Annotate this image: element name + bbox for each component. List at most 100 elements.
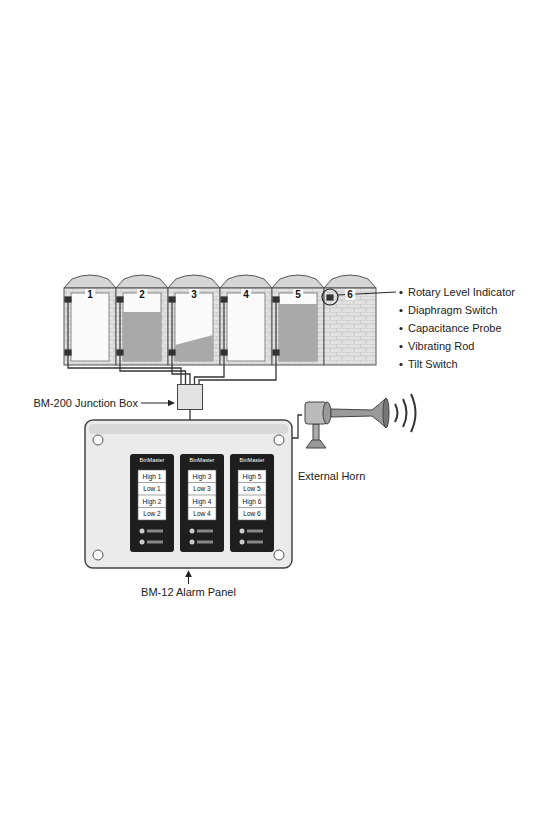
horn-trumpet bbox=[331, 398, 386, 428]
silo: 4 bbox=[220, 288, 272, 365]
junction-box: BM-200 Junction Box bbox=[177, 384, 203, 410]
channel-label: High 3 bbox=[188, 473, 216, 481]
module-face bbox=[188, 470, 216, 520]
silo-roof bbox=[168, 275, 220, 288]
indicator-lamp bbox=[140, 529, 145, 534]
silo-roof bbox=[64, 275, 116, 288]
sound-wave bbox=[411, 394, 416, 432]
switch-slot bbox=[247, 541, 263, 544]
callout-number: 5 bbox=[293, 289, 303, 300]
level-sensor bbox=[327, 295, 333, 300]
indicator-lamp bbox=[140, 540, 145, 545]
silo: 5 bbox=[272, 288, 324, 365]
list-bullets bbox=[399, 291, 402, 366]
bulk-material bbox=[123, 312, 161, 361]
pointer-arrow bbox=[188, 571, 189, 584]
bulk-material bbox=[279, 304, 317, 361]
level-sensor bbox=[117, 297, 123, 302]
indicator-lamp bbox=[190, 540, 195, 545]
callout-number: 2 bbox=[137, 289, 147, 300]
silo-body bbox=[272, 288, 324, 365]
brand-mark: BinMaster bbox=[184, 457, 220, 464]
signal-wire bbox=[68, 365, 181, 384]
level-sensor bbox=[65, 350, 71, 355]
silo-cutaway bbox=[227, 293, 265, 361]
module-face bbox=[138, 470, 166, 520]
silo-cutaway bbox=[175, 293, 213, 361]
bullet bbox=[399, 363, 402, 366]
level-sensor bbox=[169, 297, 175, 302]
level-sensor bbox=[221, 297, 227, 302]
switch-slot bbox=[197, 541, 213, 544]
silo-cutaway bbox=[71, 293, 109, 361]
module-rows bbox=[238, 483, 266, 508]
silo-cutaway bbox=[123, 293, 161, 361]
silo-row bbox=[64, 275, 376, 365]
switch-slot bbox=[147, 530, 163, 533]
bullet bbox=[399, 291, 402, 294]
silo-cutaway bbox=[279, 293, 317, 361]
callout-circle bbox=[322, 289, 338, 305]
module-frame bbox=[180, 454, 224, 552]
bulk-material bbox=[175, 335, 213, 361]
level-sensor bbox=[221, 350, 227, 355]
level-sensor bbox=[273, 297, 279, 302]
module-rows bbox=[138, 483, 166, 508]
indicator-lamp bbox=[240, 529, 245, 534]
sensors bbox=[65, 289, 396, 365]
list-item: Tilt Switch bbox=[408, 358, 458, 371]
screw bbox=[93, 550, 103, 560]
pointer-arrow bbox=[141, 403, 174, 404]
channel-label: High 2 bbox=[138, 498, 166, 506]
channel-label: Low 5 bbox=[238, 485, 266, 493]
module-frame bbox=[230, 454, 274, 552]
silo-roof bbox=[324, 275, 376, 288]
horn-driver-face bbox=[323, 402, 331, 424]
silo: 3 bbox=[168, 288, 220, 365]
silo-body bbox=[168, 288, 220, 365]
channel-label: Low 2 bbox=[138, 510, 166, 518]
list-item: Vibrating Rod bbox=[408, 340, 474, 353]
enclosure-lid bbox=[89, 424, 288, 434]
signal-wire bbox=[189, 410, 190, 420]
silo-body bbox=[324, 288, 376, 365]
part-name: BM-200 Junction Box bbox=[33, 397, 138, 410]
callout-number: 4 bbox=[241, 289, 251, 300]
sound-wave bbox=[403, 399, 407, 427]
switch-slot bbox=[197, 530, 213, 533]
channel-label: Low 6 bbox=[238, 510, 266, 518]
signal-wire bbox=[172, 365, 190, 384]
channel-label: High 1 bbox=[138, 473, 166, 481]
list-item: Diaphragm Switch bbox=[408, 304, 497, 317]
silo-body bbox=[64, 288, 116, 365]
signal-wire bbox=[292, 415, 302, 438]
horn-base bbox=[306, 440, 326, 448]
silo: 6 bbox=[324, 288, 376, 365]
horn-illustration bbox=[305, 394, 416, 448]
alarm-modules bbox=[130, 454, 274, 552]
horn-bell bbox=[383, 398, 389, 428]
screw bbox=[93, 435, 103, 445]
alarm-panel-housing bbox=[85, 420, 292, 568]
callout-number: 1 bbox=[85, 289, 95, 300]
bullet bbox=[399, 327, 402, 330]
module-face bbox=[238, 470, 266, 520]
list-item: Capacitance Probe bbox=[408, 322, 502, 335]
callout-number: 3 bbox=[189, 289, 199, 300]
channel-label: High 6 bbox=[238, 498, 266, 506]
channel-label: High 4 bbox=[188, 498, 216, 506]
silo-roof bbox=[116, 275, 168, 288]
screw bbox=[274, 550, 284, 560]
switch-slot bbox=[147, 541, 163, 544]
bullet bbox=[399, 309, 402, 312]
alarm-panel: BM-12 Alarm Panel bbox=[85, 420, 292, 568]
module-rows bbox=[188, 483, 216, 508]
silo-roof bbox=[220, 275, 272, 288]
external-horn: External Horn bbox=[302, 393, 422, 449]
bullet bbox=[399, 345, 402, 348]
